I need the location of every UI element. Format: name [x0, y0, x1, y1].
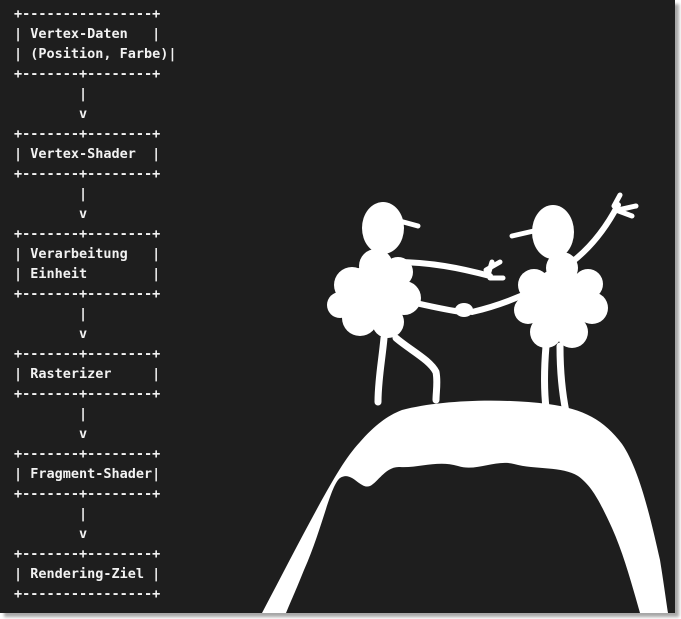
- right-figure-body: [514, 252, 608, 348]
- diagram-line: |: [14, 406, 88, 422]
- left-figure-arm-up: [392, 259, 493, 279]
- left-figure-head: [362, 202, 404, 254]
- left-figure-leg-right: [392, 334, 441, 404]
- diagram-line: +----------------+: [14, 6, 161, 22]
- diagram-line: v: [14, 106, 88, 122]
- diagram-line: |: [14, 306, 88, 322]
- diagram-line: | Rasterizer |: [14, 366, 161, 382]
- right-figure-leg-left: [541, 342, 550, 412]
- diagram-line: v: [14, 326, 88, 342]
- right-figure-hand-up: [611, 192, 639, 219]
- diagram-line: |: [14, 186, 88, 202]
- left-figure-nose: [393, 217, 421, 229]
- diagram-line: | Vertex-Daten |: [14, 26, 161, 42]
- ascii-pipeline-diagram: +----------------+ | Vertex-Daten | | (Pos…: [14, 4, 177, 604]
- right-figure-arm-up: [569, 202, 621, 265]
- diagram-line: | Verarbeitung |: [14, 246, 161, 262]
- diagram-line: +-------+--------+: [14, 226, 161, 242]
- hill-shape: [262, 400, 668, 613]
- diagram-line: | Vertex-Shader |: [14, 146, 161, 162]
- diagram-line: +-------+--------+: [14, 386, 161, 402]
- diagram-line: +-------+--------+: [14, 66, 161, 82]
- left-figure-body: [327, 249, 421, 338]
- diagram-line: | Rendering-Ziel |: [14, 566, 161, 582]
- diagram-line: |: [14, 506, 88, 522]
- diagram-line: | Einheit |: [14, 266, 161, 282]
- diagram-line: v: [14, 206, 88, 222]
- right-figure-arm-down: [469, 285, 541, 315]
- diagram-line: +-------+--------+: [14, 166, 161, 182]
- right-figure-leg-right: [556, 342, 570, 416]
- diagram-line: | (Position, Farbe)|: [14, 46, 177, 62]
- diagram-line: +-------+--------+: [14, 446, 161, 462]
- left-figure-leg-left: [374, 334, 388, 406]
- diagram-line: v: [14, 426, 88, 442]
- diagram-line: +-------+--------+: [14, 346, 161, 362]
- diagram-line: |: [14, 86, 88, 102]
- right-figure-nose: [509, 227, 541, 239]
- left-figure-hand: [483, 259, 506, 281]
- diagram-line: +----------------+: [14, 586, 161, 602]
- diagram-line: | Fragment-Shader|: [14, 466, 161, 482]
- diagram-line: +-------+--------+: [14, 126, 161, 142]
- joined-hands: [455, 303, 473, 317]
- right-figure-head: [532, 205, 574, 259]
- diagram-line: +-------+--------+: [14, 546, 161, 562]
- diagram-line: +-------+--------+: [14, 486, 161, 502]
- diagram-line: v: [14, 526, 88, 542]
- diagram-line: +-------+--------+: [14, 286, 161, 302]
